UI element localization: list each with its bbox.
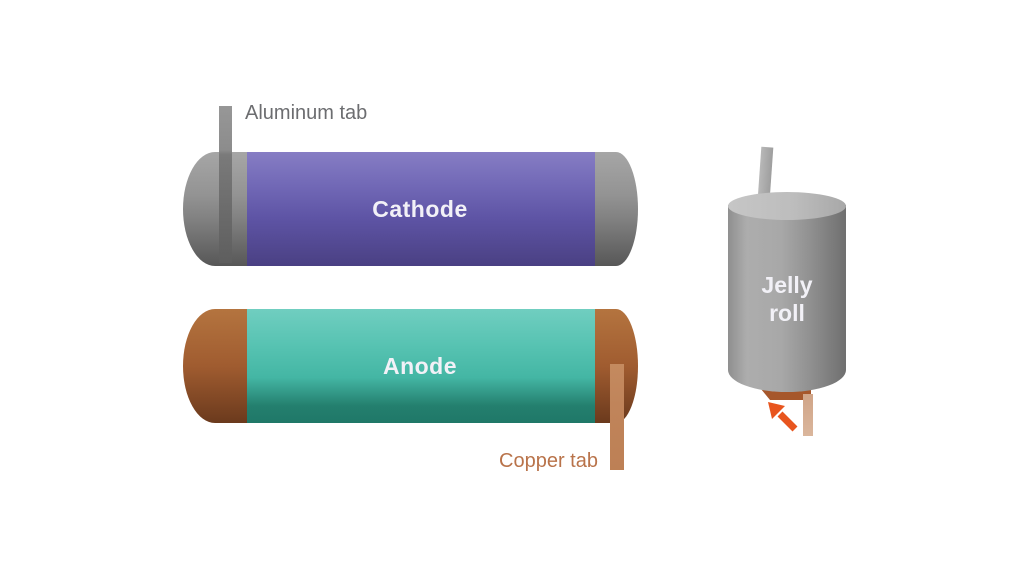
anode-label: Anode (382, 352, 458, 379)
cathode-right-cap (593, 152, 638, 266)
aluminum-tab-label: Aluminum tab (245, 102, 368, 124)
jelly-roll-label: Jelly roll (728, 271, 846, 327)
anode-body (243, 309, 595, 423)
copper-tab (610, 364, 624, 470)
jelly-roll-copper-tab (803, 394, 813, 436)
jelly-roll-top-cap (728, 192, 846, 220)
arrow-up-left-icon (768, 402, 798, 432)
jelly-roll-copper-connector (761, 389, 811, 400)
jelly-roll-cylinder (728, 205, 846, 392)
aluminum-tab (219, 106, 232, 263)
jelly-roll-label-line2: roll (769, 300, 805, 326)
cathode-left-cap (183, 152, 247, 266)
cathode-cylinder: Cathode (183, 152, 638, 266)
copper-tab-label: Copper tab (499, 450, 598, 472)
anode-cylinder: Anode (183, 309, 638, 423)
cathode-label: Cathode (372, 195, 468, 222)
cathode-body (243, 152, 595, 266)
anode-left-cap (183, 309, 247, 423)
jelly-roll-label-line1: Jelly (761, 272, 813, 298)
